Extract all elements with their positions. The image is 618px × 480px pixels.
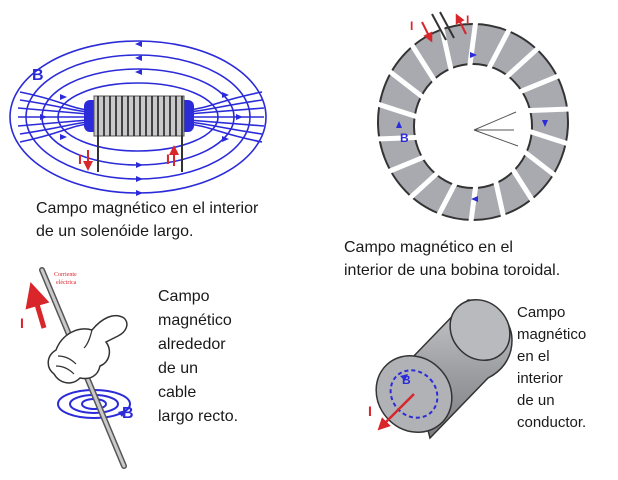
solenoid-core [84, 95, 194, 137]
wire-caption-line-6: largo recto. [158, 408, 239, 425]
wire-current-arrow [25, 282, 50, 329]
toroid-winding-turn [405, 168, 442, 203]
conductor-caption-line-6: conductor. [517, 414, 587, 431]
toroid-inner-radius-marker [473, 111, 519, 147]
toroid-winding-turn [504, 45, 541, 80]
solenoid-current-arrows [83, 145, 179, 171]
straight-wire-caption: Campo magnético alrededor de un cable la… [158, 285, 238, 429]
solenoid-leads [97, 136, 183, 172]
conductor-caption-line-3: en el [517, 348, 550, 365]
toroid-winding-turn [526, 128, 572, 147]
solenoid-field-label: B [32, 67, 44, 84]
wire-current-note-line-2: eléctrica [56, 280, 77, 286]
solenoid-field-arrows [40, 41, 243, 196]
straight-wire-diagram: Corriente eléctrica I B [20, 267, 134, 469]
toroid-diagram: I I B [373, 11, 573, 228]
solenoid-caption: Campo magnético en el interior de un sol… [36, 197, 258, 243]
conductor-caption-line-4: interior [517, 370, 563, 387]
wire-caption-line-2: magnético [158, 312, 232, 329]
toroid-current-label-out: I [466, 13, 469, 27]
toroid-winding-turn [374, 101, 420, 120]
toroid-winding-turn [409, 42, 438, 84]
toroid-field-arrows [396, 52, 548, 202]
wire-caption-line-1: Campo [158, 288, 210, 305]
solenoid-current-label-left: I [78, 151, 82, 167]
toroid-caption: Campo magnético en el interior de una bo… [344, 236, 560, 282]
conductor-current-arrow [377, 393, 415, 431]
solenoid-coil-windings [97, 96, 183, 136]
toroid-winding-turn [486, 27, 512, 70]
solenoid-diagram: B I I [9, 40, 267, 196]
toroid-winding-turn [492, 175, 507, 223]
toroid-winding-turn [373, 134, 421, 142]
conductor-field-arrow [400, 374, 408, 381]
wire-field-label: B [122, 405, 134, 422]
conductor-caption: Campo magnético en el interior de un con… [517, 302, 586, 434]
hand-finger-lines [55, 329, 93, 375]
conductor-current-label: I [368, 403, 372, 419]
toroid-leads [431, 11, 455, 41]
conductor-caption-line-1: Campo [517, 304, 566, 321]
wire-caption-line-3: alrededor [158, 336, 226, 353]
toroid-core [376, 23, 570, 221]
conductor-field-label: B [402, 373, 411, 387]
toroid-caption-line-2: interior de una bobina toroidal. [344, 262, 561, 279]
wire-field-arrow [118, 410, 126, 417]
wire-current-note-line-1: Corriente [54, 272, 77, 278]
toroid-winding-turn [508, 164, 537, 206]
conductor-caption-line-2: magnético [517, 326, 587, 343]
toroid-winding-turn [386, 68, 426, 100]
toroid-field-label: B [400, 131, 409, 145]
toroid-winding-turn [525, 106, 573, 114]
conductor-far-end [449, 298, 511, 362]
wire-caption-line-5: cable [158, 384, 197, 401]
toroid-winding-turn [468, 180, 479, 228]
toroid-winding-turn [520, 148, 560, 180]
solenoid-caption-line-1: Campo magnético en el interior [36, 200, 259, 217]
toroid-caption-line-1: Campo magnético en el [344, 239, 513, 256]
toroid-current-label-in: I [410, 19, 413, 33]
toroid-winding-turn [434, 178, 460, 221]
toroid-current-arrows [421, 13, 467, 43]
toroid-winding-turn [517, 73, 562, 95]
wire-caption-line-4: de un [158, 360, 199, 377]
solenoid-caption-line-2: de un solenóide largo. [36, 223, 194, 240]
wire-current-label: I [20, 315, 24, 331]
solenoid-current-label-right: I [166, 151, 170, 167]
toroid-winding-turn [467, 20, 478, 68]
hand-outline [47, 314, 128, 384]
toroid-windings [373, 20, 573, 228]
conductor-diagram: B I [368, 298, 513, 440]
toroid-winding-turn [384, 153, 429, 175]
conductor-caption-line-5: de un [517, 392, 555, 409]
